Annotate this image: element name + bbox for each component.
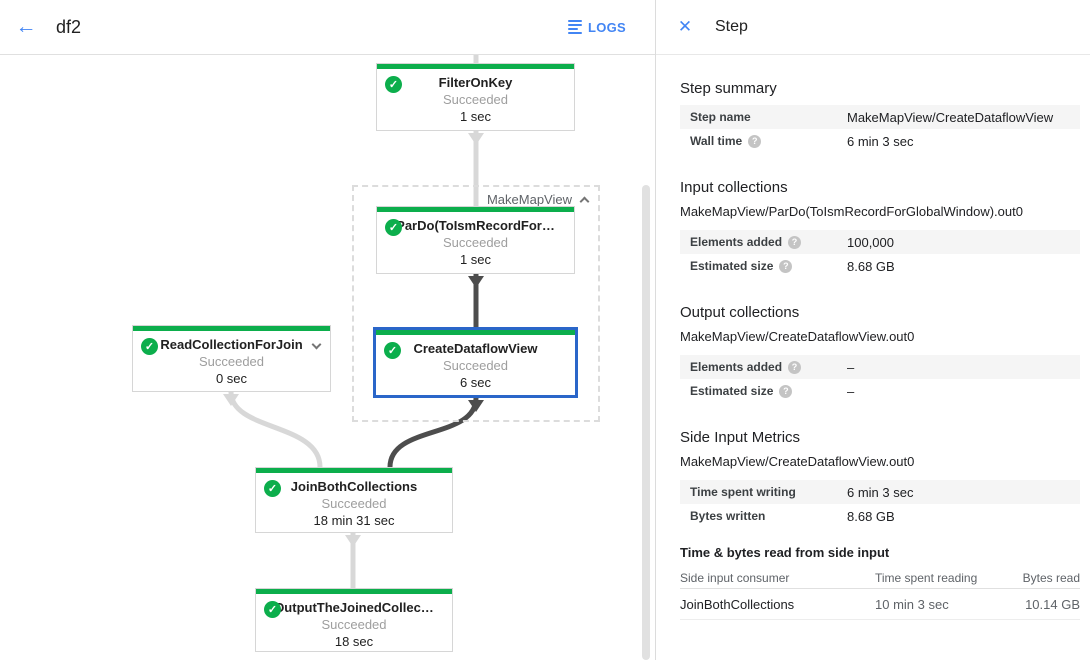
node-time: 18 sec xyxy=(334,634,374,649)
row-label: Bytes written xyxy=(690,509,766,523)
help-icon[interactable]: ? xyxy=(779,384,793,398)
row-value: 6 min 3 sec xyxy=(847,133,914,149)
row-estimated-size: Estimated size ? – xyxy=(680,379,1080,403)
graph-edges xyxy=(223,55,484,588)
step-details-panel: ✕ Step Step summary Step name MakeMapVie… xyxy=(656,0,1090,660)
node-status: Succeeded xyxy=(321,617,387,632)
node-title: OutputTheJoinedCollec… xyxy=(274,600,434,615)
check-circle-icon: ✓ xyxy=(264,480,281,497)
top-bar: ← df2 LOGS xyxy=(0,0,656,55)
row-label: Elements added xyxy=(690,360,783,374)
group-makemapview-toggle[interactable]: MakeMapView xyxy=(486,192,590,207)
node-status-bar xyxy=(256,468,452,473)
help-icon[interactable]: ? xyxy=(779,259,793,273)
row-time-spent-writing: Time spent writing 6 min 3 sec xyxy=(680,480,1080,504)
node-status: Succeeded xyxy=(198,354,265,369)
node-status: Succeeded xyxy=(442,92,509,107)
row-label: Estimated size xyxy=(690,259,774,273)
group-makemapview: MakeMapView xyxy=(352,185,600,422)
row-wall-time: Wall time ? 6 min 3 sec xyxy=(680,129,1080,153)
canvas-scrollbar-thumb[interactable] xyxy=(642,185,650,660)
row-label: Estimated size xyxy=(690,384,774,398)
job-title: df2 xyxy=(56,16,82,37)
node-pardo-toismrecord[interactable]: ✓ ParDo(ToIsmRecordFor… Succeeded 1 sec xyxy=(376,206,575,274)
node-title: CreateDataflowView xyxy=(413,341,538,356)
node-time: 6 sec xyxy=(459,375,492,390)
group-label: MakeMapView xyxy=(486,192,572,207)
logs-button[interactable]: LOGS xyxy=(567,19,626,35)
panel-divider xyxy=(655,0,656,660)
node-time: 1 sec xyxy=(459,252,492,267)
node-filteronkey[interactable]: ✓ FilterOnKey Succeeded 1 sec xyxy=(376,63,575,131)
node-title: ParDo(ToIsmRecordFor… xyxy=(396,218,555,233)
side-input-collection-name: MakeMapView/CreateDataflowView.out0 xyxy=(680,454,915,469)
input-collection-name: MakeMapView/ParDo(ToIsmRecordForGlobalWi… xyxy=(680,204,1023,219)
node-title: ReadCollectionForJoin xyxy=(160,337,303,352)
node-time: 0 sec xyxy=(215,371,248,386)
cell-bytes-read: 10.14 GB xyxy=(1025,596,1080,612)
node-status-bar xyxy=(377,64,574,69)
cell-time-reading: 10 min 3 sec xyxy=(875,596,949,612)
help-icon[interactable]: ? xyxy=(788,235,802,249)
row-estimated-size: Estimated size ? 8.68 GB xyxy=(680,254,1080,278)
logs-button-label: LOGS xyxy=(587,19,626,35)
check-circle-icon: ✓ xyxy=(141,338,158,355)
chevron-up-icon xyxy=(579,196,590,207)
check-circle-icon: ✓ xyxy=(264,601,281,618)
row-value: 6 min 3 sec xyxy=(847,484,914,500)
row-bytes-written: Bytes written 8.68 GB xyxy=(680,504,1080,528)
node-status: Succeeded xyxy=(321,496,387,511)
back-arrow-icon[interactable]: ← xyxy=(15,15,37,38)
section-heading-step-summary: Step summary xyxy=(680,80,777,97)
node-status-bar xyxy=(256,589,452,594)
node-outputthejoinedcollection[interactable]: ✓ OutputTheJoinedCollec… Succeeded 18 se… xyxy=(255,588,453,652)
node-readcollectionforjoin[interactable]: ✓ ReadCollectionForJoin Succeeded 0 sec xyxy=(132,325,331,392)
logs-list-icon xyxy=(567,20,582,34)
node-joinbothcollections[interactable]: ✓ JoinBothCollections Succeeded 18 min 3… xyxy=(255,467,453,533)
row-value: – xyxy=(847,359,855,375)
row-value: – xyxy=(847,383,855,399)
node-status-bar xyxy=(376,330,575,335)
node-status-bar xyxy=(133,326,330,331)
node-status-bar xyxy=(377,207,574,212)
node-time: 1 sec xyxy=(459,109,492,124)
help-icon[interactable]: ? xyxy=(748,134,762,148)
panel-header: ✕ Step xyxy=(656,0,1090,55)
check-circle-icon: ✓ xyxy=(384,342,401,359)
check-circle-icon: ✓ xyxy=(385,219,402,236)
row-step-name: Step name MakeMapView/CreateDataflowView xyxy=(680,105,1080,129)
row-value: 8.68 GB xyxy=(847,258,895,274)
column-header-time-reading: Time spent reading xyxy=(875,570,978,585)
node-time: 18 min 31 sec xyxy=(313,513,395,528)
column-header-consumer: Side input consumer xyxy=(680,570,790,585)
node-status: Succeeded xyxy=(442,358,509,373)
row-label: Time spent writing xyxy=(690,485,796,499)
section-heading-side-input-metrics: Side Input Metrics xyxy=(680,429,801,446)
node-status: Succeeded xyxy=(442,235,509,250)
table-row-joinbothcollections: JoinBothCollections 10 min 3 sec 10.14 G… xyxy=(680,589,1080,620)
check-circle-icon: ✓ xyxy=(385,76,402,93)
row-label: Step name xyxy=(690,110,751,124)
column-header-bytes-read: Bytes read xyxy=(1022,570,1080,585)
row-value: MakeMapView/CreateDataflowView xyxy=(847,109,1054,125)
node-createdataflowview[interactable]: ✓ CreateDataflowView Succeeded 6 sec xyxy=(373,327,578,398)
panel-title: Step xyxy=(715,18,748,35)
table-heading-side-input-reads: Time & bytes read from side input xyxy=(680,545,890,560)
row-label: Wall time xyxy=(690,134,743,148)
table-header-row: Side input consumer Time spent reading B… xyxy=(680,567,1080,589)
close-icon[interactable]: ✕ xyxy=(677,17,693,36)
node-title: FilterOnKey xyxy=(438,75,513,90)
section-heading-output-collections: Output collections xyxy=(680,304,800,321)
help-icon[interactable]: ? xyxy=(788,360,802,374)
row-elements-added: Elements added ? 100,000 xyxy=(680,230,1080,254)
row-value: 8.68 GB xyxy=(847,508,895,524)
row-elements-added: Elements added ? – xyxy=(680,355,1080,379)
section-heading-input-collections: Input collections xyxy=(680,179,788,196)
row-value: 100,000 xyxy=(847,234,894,250)
node-title: JoinBothCollections xyxy=(290,479,418,494)
job-graph-canvas: MakeMapView ✓ FilterOnKey Succeeded 1 se… xyxy=(0,55,655,660)
cell-consumer: JoinBothCollections xyxy=(680,596,795,612)
output-collection-name: MakeMapView/CreateDataflowView.out0 xyxy=(680,329,915,344)
row-label: Elements added xyxy=(690,235,783,249)
